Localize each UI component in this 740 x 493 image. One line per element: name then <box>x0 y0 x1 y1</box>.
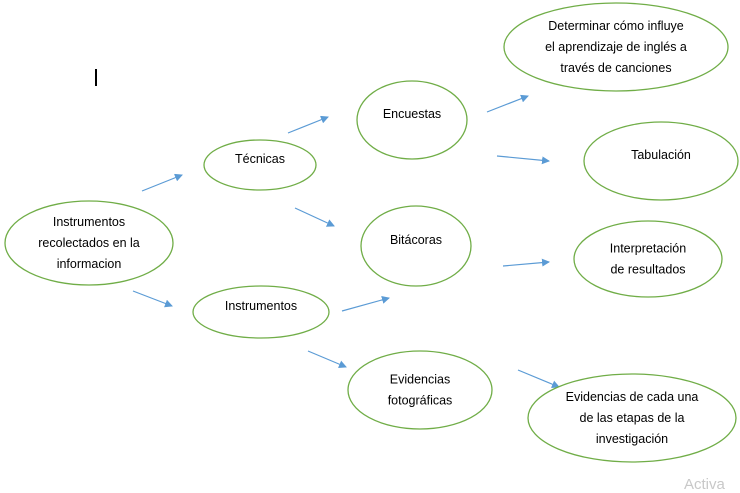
node-label-line: recolectados en la <box>38 236 140 250</box>
node-ellipse <box>192 285 330 339</box>
node-ellipse <box>527 373 737 463</box>
node-interpretacion[interactable]: Interpretación de resultados <box>573 220 723 298</box>
node-label-line: Determinar cómo influye <box>548 19 684 33</box>
arrow-tecnicas-to-encuestas <box>287 115 329 134</box>
arrow-bitacoras-to-interpretacion <box>502 258 550 267</box>
arrow-root-to-tecnicas <box>141 173 183 192</box>
text-cursor <box>95 69 97 86</box>
node-label-line: Evidencias <box>390 373 450 387</box>
node-label-line: Encuestas <box>383 107 441 121</box>
node-label-line: el aprendizaje de inglés a <box>545 40 687 54</box>
node-ellipse <box>503 2 729 92</box>
node-bitacoras[interactable]: Bitácoras <box>360 205 472 287</box>
node-label-line: fotográficas <box>388 394 453 408</box>
node-label-line: Tabulación <box>631 148 691 162</box>
node-tabulacion[interactable]: Tabulación <box>583 121 739 201</box>
node-determinar[interactable]: Determinar cómo influye el aprendizaje de… <box>503 2 729 92</box>
node-ellipse <box>347 350 493 430</box>
node-evidencias-etapas[interactable]: Evidencias de cada una de las etapas de l… <box>527 373 737 463</box>
edges <box>132 94 560 389</box>
node-instrumentos[interactable]: Instrumentos <box>192 285 330 339</box>
arrow-encuestas-to-determinar <box>486 94 529 113</box>
arrow-evidencias-fotograficas-to-evidencias-etapas <box>517 369 560 389</box>
node-ellipse <box>360 205 472 287</box>
node-ellipse <box>573 220 723 298</box>
node-ellipse <box>4 200 174 286</box>
node-label-line: de resultados <box>610 263 685 277</box>
node-label-line: través de canciones <box>560 61 671 75</box>
arrow-encuestas-to-tabulacion <box>496 155 550 165</box>
node-label-line: informacion <box>57 257 122 271</box>
node-label-line: Interpretación <box>610 242 686 256</box>
node-ellipse <box>203 139 317 191</box>
node-ellipse <box>356 80 468 160</box>
node-label-line: de las etapas de la <box>580 411 685 425</box>
arrow-instrumentos-to-bitacoras <box>341 296 390 312</box>
activate-watermark: Activa <box>684 476 725 493</box>
node-label-line: investigación <box>596 432 668 446</box>
arrow-tecnicas-to-bitacoras <box>294 207 335 227</box>
node-label-line: Evidencias de cada una <box>566 390 699 404</box>
nodes: Instrumentos recolectados en la informacio… <box>4 2 739 463</box>
node-label-line: Técnicas <box>235 152 285 166</box>
node-tecnicas[interactable]: Técnicas <box>203 139 317 191</box>
node-evidencias-fotograficas[interactable]: Evidencias fotográficas <box>347 350 493 430</box>
node-encuestas[interactable]: Encuestas <box>356 80 468 160</box>
node-label-line: Bitácoras <box>390 233 442 247</box>
node-label-line: Instrumentos <box>225 299 297 313</box>
arrow-root-to-instrumentos <box>132 290 173 308</box>
node-root[interactable]: Instrumentos recolectados en la informacio… <box>4 200 174 286</box>
node-ellipse <box>583 121 739 201</box>
arrow-instrumentos-to-evidencias-fotograficas <box>307 350 347 368</box>
node-label-line: Instrumentos <box>53 215 125 229</box>
